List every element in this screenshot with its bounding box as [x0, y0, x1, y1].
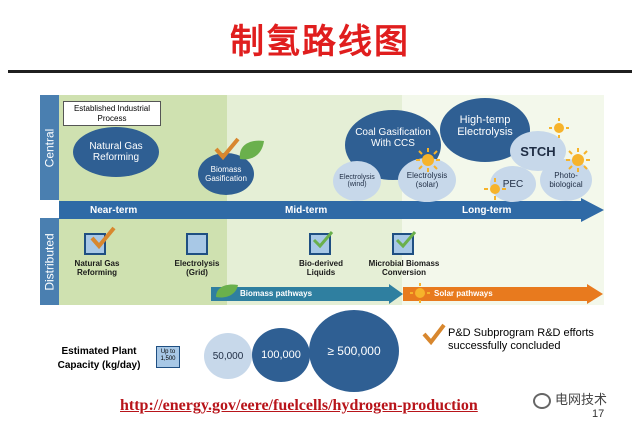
biomass-gasification-label: Biomass Gasification: [205, 165, 247, 183]
capacity-100000-label: 100,000: [261, 349, 301, 361]
phase-mid-label: Mid-term: [285, 205, 328, 216]
capacity-50000-label: 50,000: [212, 350, 244, 362]
high-temp-electrolysis-label: High-temp Electrolysis: [457, 114, 513, 138]
capacity-label-line1: Estimated Plant: [61, 346, 137, 357]
capacity-100000-circle: 100,000: [252, 328, 310, 382]
biomass-gasification-circle: Biomass Gasification: [198, 153, 254, 195]
dist-bio-liquids-label: Bio-derived Liquids: [298, 259, 343, 278]
electrolysis-solar-label: Electrolysis (solar): [406, 171, 448, 189]
check-icon: [90, 226, 116, 250]
dist-microbial-label: Microbial Biomass Conversion: [368, 259, 440, 278]
check-leaf-icon: [214, 137, 264, 161]
sun-icon: [566, 148, 590, 172]
dist-natural-gas-label: Natural Gas Reforming: [74, 259, 120, 278]
coal-gasification-label: Coal Gasification With CCS: [355, 127, 431, 149]
distributed-axis-label: Distributed: [40, 218, 59, 305]
check-leaf-icon: [395, 231, 417, 249]
leaf-icon: [216, 284, 238, 298]
phase-near-label: Near-term: [90, 205, 138, 216]
biomass-pathways-label: Biomass pathways: [240, 289, 313, 298]
title-divider: [8, 70, 632, 73]
near-term-zone: [59, 95, 227, 305]
stch-circle: STCH: [510, 131, 566, 171]
solar-pathways-label: Solar pathways: [434, 289, 493, 298]
pathway-arrows: [211, 284, 603, 304]
central-label-text: Central: [42, 128, 57, 167]
page-number: 17: [592, 408, 605, 420]
capacity-500000-label: ≥ 500,000: [327, 344, 381, 358]
capacity-50000-circle: 50,000: [204, 333, 252, 379]
sun-icon: [549, 118, 569, 138]
natural-gas-reforming-label: Natural Gas Reforming: [89, 141, 143, 163]
check-leaf-icon: [312, 231, 334, 249]
timeline-arrow: [59, 198, 604, 222]
distributed-label-text: Distributed: [42, 232, 57, 291]
photo-biological-circle: Photo-biological: [540, 159, 592, 201]
sun-icon: [416, 148, 440, 172]
wechat-icon: [533, 392, 551, 409]
electrolysis-wind-circle: Electrolysis (wind): [333, 161, 381, 201]
check-icon: [422, 323, 446, 345]
capacity-500000-circle: ≥ 500,000: [309, 310, 399, 392]
natural-gas-reforming-circle: Natural Gas Reforming: [73, 127, 159, 177]
capacity-label-line2: Capacity (kg/day): [57, 359, 141, 371]
pec-circle: PEC: [490, 166, 536, 202]
established-process-box: Established Industrial Process: [63, 101, 161, 127]
phase-long-label: Long-term: [462, 205, 512, 216]
source-link[interactable]: http://energy.gov/eere/fuelcells/hydroge…: [120, 397, 478, 414]
capacity-up-to-box: Up to 1,500: [156, 346, 180, 368]
central-axis-label: Central: [40, 95, 59, 200]
electrolysis-grid-square: [186, 233, 208, 255]
page-title: 制氢路线图: [230, 22, 410, 62]
photo-biological-label: Photo-biological: [549, 171, 583, 189]
electrolysis-wind-label: Electrolysis (wind): [339, 174, 375, 188]
capacity-label: Estimated Plant Capacity (kg/day): [40, 345, 158, 372]
watermark-text: 电网技术: [555, 392, 608, 407]
dist-grid-label: Electrolysis (Grid): [174, 259, 220, 278]
legend-text: P&D Subprogram R&D efforts successfully …: [448, 327, 594, 353]
watermark: 电网技术: [533, 389, 607, 409]
stch-label: STCH: [520, 143, 556, 159]
sun-icon: [484, 178, 506, 200]
pec-label: PEC: [502, 178, 524, 190]
sun-icon: [410, 283, 430, 303]
